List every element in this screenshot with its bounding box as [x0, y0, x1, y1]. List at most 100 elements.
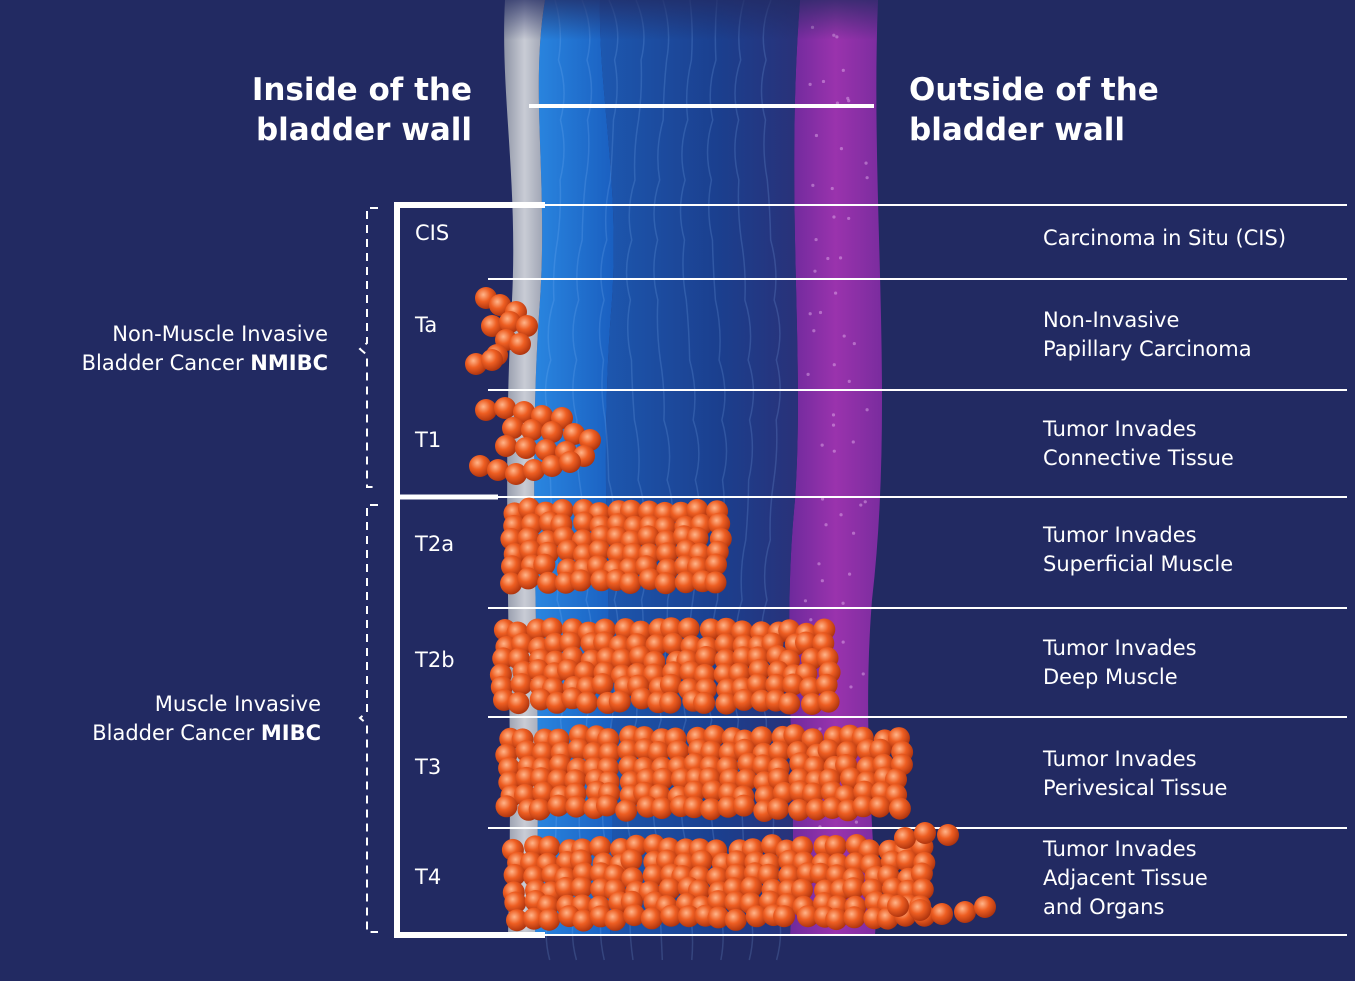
serosa-dot	[820, 579, 824, 583]
tumor-cluster-ta	[499, 311, 521, 333]
serosa-dot	[832, 449, 836, 453]
tumor-cluster-t2a	[517, 567, 540, 590]
tumor-cluster-t2a	[705, 553, 727, 576]
tumor-cluster-t4	[677, 905, 700, 928]
heading-inside-bladder-wall: Inside of the bladder wall	[251, 72, 472, 148]
tumor-cluster-t2a	[501, 555, 523, 578]
serosa-dot	[831, 413, 836, 417]
tumor-cluster-t4	[931, 903, 953, 925]
tumor-cluster-t2b	[576, 691, 598, 714]
stage-code-t1: T1	[415, 428, 442, 452]
tumor-clusters	[465, 287, 996, 932]
tumor-cluster-t4	[660, 904, 683, 927]
tumor-cluster-t3	[735, 768, 758, 791]
tumor-cluster-t3	[547, 768, 570, 791]
tumor-cluster-t3	[532, 741, 554, 764]
tumor-cluster-t1	[541, 455, 563, 477]
tumor-cluster-t4	[504, 891, 527, 914]
tumor-cluster-t4	[554, 876, 577, 899]
tumor-cluster-t3	[750, 726, 773, 749]
stage-code-t4: T4	[415, 865, 442, 889]
tumor-cluster-t1	[502, 417, 524, 439]
tumor-cluster-t4	[707, 906, 730, 929]
tumor-cluster-t3	[700, 798, 723, 821]
tumor-cluster-t3	[547, 794, 570, 817]
tumor-cluster-t2b	[677, 617, 700, 640]
serosa-dot	[859, 503, 863, 507]
tumor-cluster-t3	[683, 780, 706, 803]
tumor-cluster-t2b	[529, 688, 552, 711]
serosa-dot	[826, 256, 830, 261]
stage-code-ta: Ta	[415, 313, 438, 337]
serosa-dot	[831, 423, 836, 427]
stage-code-t3: T3	[415, 755, 442, 779]
serosa-dot	[832, 215, 836, 219]
serosa-dot	[838, 256, 843, 260]
tumor-cluster-t3	[596, 794, 618, 817]
tumor-cluster-t3	[683, 796, 706, 819]
serosa-dot	[851, 531, 856, 535]
serosa-dot	[841, 601, 845, 605]
tumor-cluster-t2b	[782, 673, 805, 696]
tumor-cluster-t3	[768, 740, 791, 763]
tumor-cluster-t3	[495, 795, 518, 818]
tumor-cluster-t2b	[611, 648, 633, 671]
stage-bracket-frame	[394, 202, 545, 938]
tumor-cluster-t2b	[659, 691, 682, 714]
tumor-cluster-t1	[494, 397, 516, 419]
stage-description-ta: Non-Invasive Papillary Carcinoma	[1043, 308, 1252, 361]
serosa-dot	[847, 572, 852, 576]
serosa-dot	[820, 497, 825, 501]
tumor-cluster-t2a	[500, 572, 523, 595]
tumor-cluster-t2b	[693, 691, 716, 714]
tumor-cluster-t1	[515, 437, 537, 459]
serosa-dot	[817, 562, 821, 566]
tumor-cluster-t1	[559, 451, 581, 473]
tumor-cluster-t4	[570, 876, 593, 899]
serosa-dot	[833, 291, 838, 295]
tumor-cluster-ta	[516, 315, 538, 337]
serosa-dot	[818, 727, 822, 731]
tumor-cluster-t3	[528, 798, 551, 821]
tumor-cluster-t4	[623, 904, 646, 927]
tumor-cluster-t2b	[778, 692, 801, 715]
serosa-dot	[854, 820, 858, 824]
tumor-cluster-t1	[505, 463, 527, 485]
tumor-cluster-t2a	[619, 572, 642, 594]
tumor-cluster-t4	[911, 878, 934, 901]
tumor-cluster-t4	[842, 877, 865, 900]
serosa-dot	[839, 513, 843, 517]
stage-code-t2b: T2b	[415, 648, 455, 672]
serosa-dot	[820, 443, 824, 447]
tumor-cluster-t3	[868, 795, 891, 818]
tumor-cluster-t2b	[510, 673, 533, 696]
tumor-cluster-ta	[481, 349, 503, 371]
group-label-mibc: Muscle Invasive Bladder Cancer MIBC	[92, 692, 321, 745]
tumor-cluster-t4	[914, 822, 936, 844]
tumor-cluster-t4	[503, 863, 526, 886]
tumor-cluster-ta	[509, 333, 531, 355]
tumor-cluster-t2a	[533, 553, 556, 576]
tumor-cluster-t2b	[801, 693, 823, 715]
nmibc-brace	[358, 207, 378, 488]
tumor-cluster-t3	[788, 799, 811, 821]
tumor-cluster-t3	[666, 739, 689, 762]
tumor-cluster-t3	[532, 781, 555, 804]
stage-description-t2a: Tumor Invades Superficial Muscle	[1043, 523, 1234, 576]
tumor-cluster-t1	[475, 399, 497, 421]
serosa-dot	[809, 618, 813, 622]
tumor-cluster-t4	[620, 849, 643, 871]
tumor-cluster-t4	[538, 908, 561, 931]
tumor-cluster-t2a	[590, 569, 613, 592]
tumor-cluster-t4	[895, 849, 918, 872]
tumor-cluster-t3	[617, 739, 640, 762]
tumor-cluster-t3	[650, 797, 673, 820]
tumor-cluster-t2a	[704, 571, 727, 594]
stage-code-cis: CIS	[415, 221, 450, 245]
tumor-cluster-t3	[885, 768, 907, 791]
tumor-cluster-t2b	[630, 687, 653, 710]
tumor-cluster-t2b	[799, 676, 821, 699]
tumor-cluster-t4	[745, 905, 768, 928]
tumor-cluster-t3	[852, 795, 875, 818]
